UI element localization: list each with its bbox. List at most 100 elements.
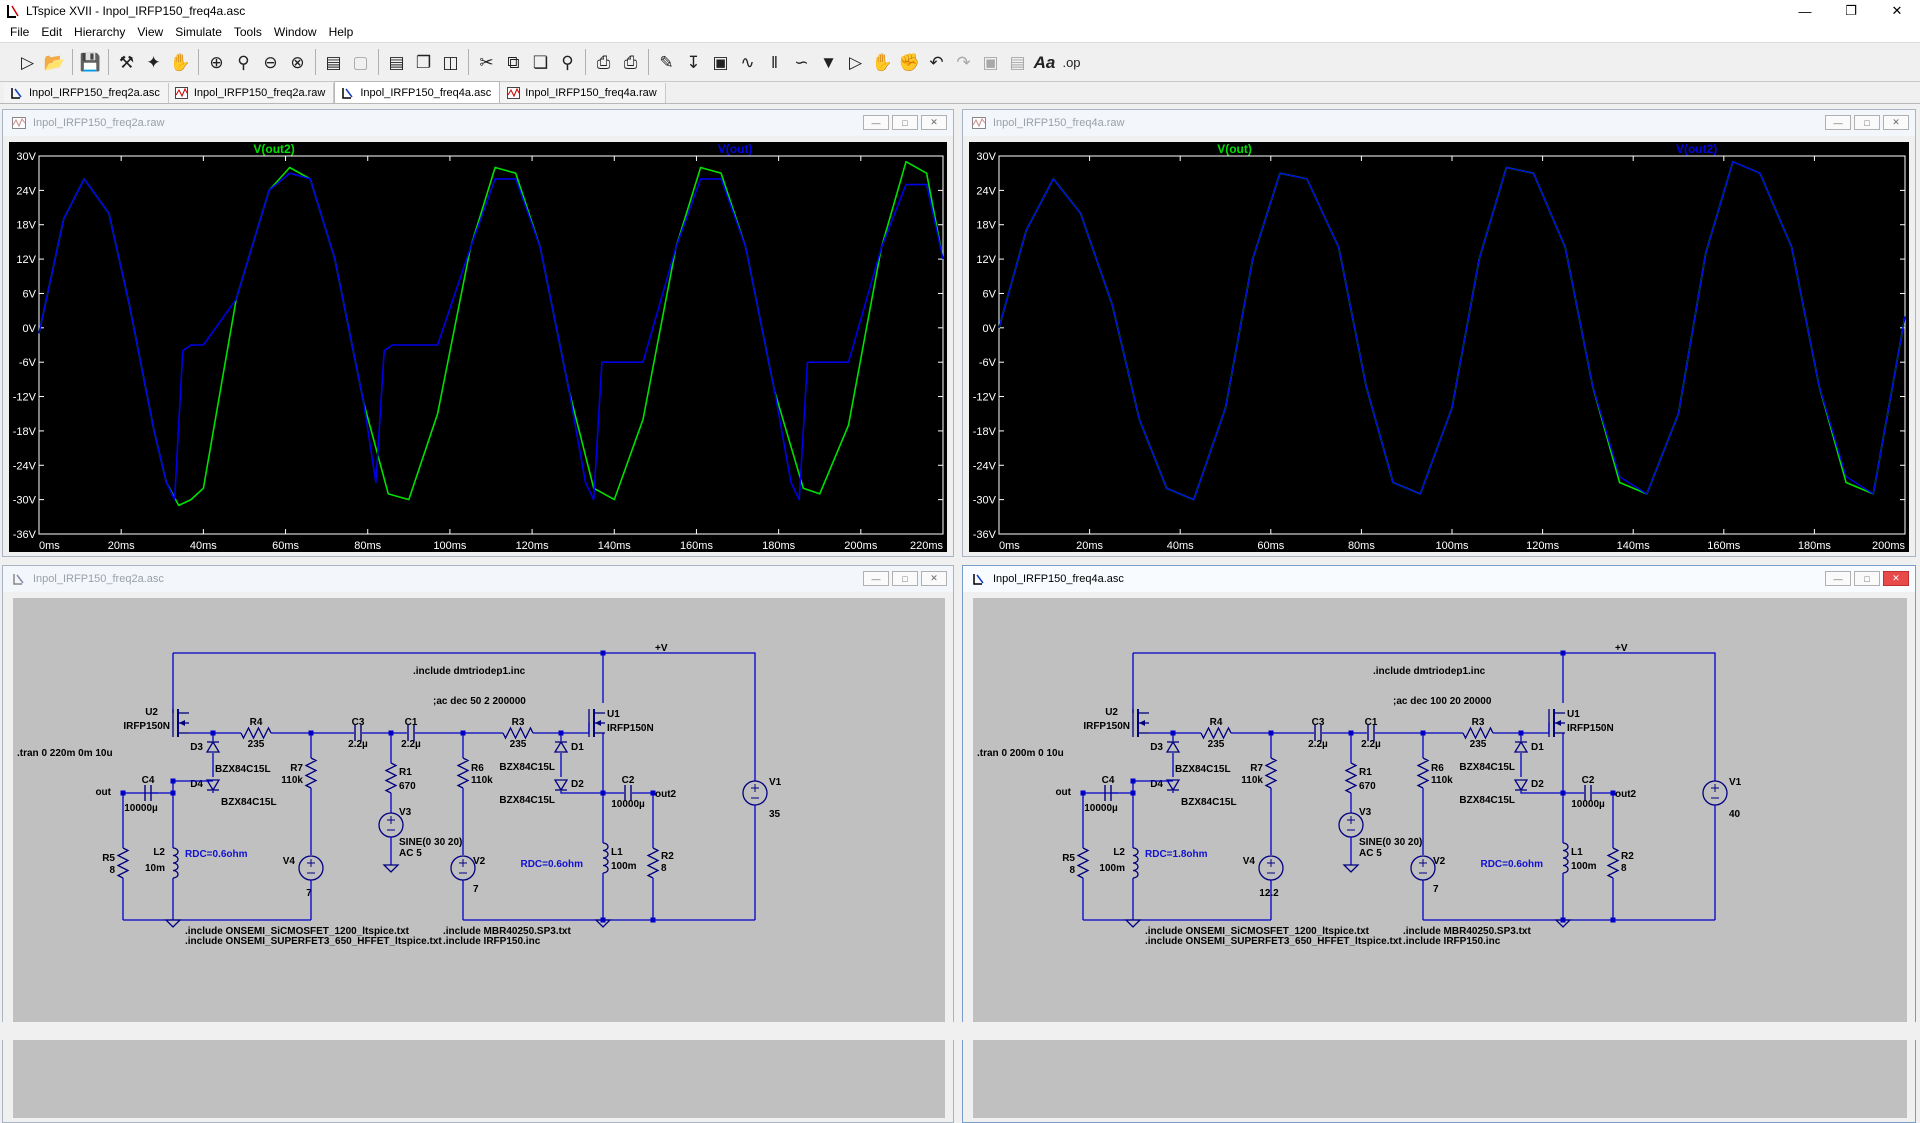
menu-tools[interactable]: Tools — [233, 25, 262, 39]
rotate-icon[interactable]: ▣ — [982, 52, 999, 72]
menu-help[interactable]: Help — [328, 25, 354, 39]
ground-icon[interactable]: ↧ — [686, 52, 701, 72]
drag-icon[interactable]: ✊ — [898, 52, 921, 72]
label-d1: D1 — [571, 742, 584, 753]
text-icon[interactable]: Aa — [1033, 52, 1056, 72]
control-panel-icon[interactable]: ⚒ — [118, 52, 135, 72]
tile-horizontal-icon[interactable]: ▤ — [388, 52, 405, 72]
label-l1: L1 — [611, 847, 623, 858]
autorange-icon[interactable]: ▤ — [325, 52, 342, 72]
tab-freq2a-raw[interactable]: Inpol_IRFP150_freq2a.raw — [168, 83, 335, 103]
label-r3: R3 — [512, 717, 525, 728]
close-icon[interactable]: ✕ — [921, 571, 947, 586]
zoom-in-icon[interactable]: ⊕ — [209, 52, 224, 72]
resistor-icon[interactable]: ∿ — [740, 52, 755, 72]
waveform-plot-svg[interactable]: 30V24V18V12V6V0V-6V-12V-18V-24V-30V-36V0… — [9, 142, 947, 552]
close-icon[interactable]: ✕ — [1883, 115, 1909, 130]
tile-vertical-icon[interactable]: ◫ — [442, 52, 459, 72]
draw-wire-icon[interactable]: ✎ — [659, 52, 674, 72]
pick-visible-traces-icon[interactable]: ▢ — [352, 52, 369, 72]
net-label-out2: out2 — [1615, 789, 1637, 800]
maximize-icon[interactable]: □ — [1854, 115, 1880, 130]
label-v3-ac: AC 5 — [399, 848, 422, 859]
tab-freq2a-asc[interactable]: Inpol_IRFP150_freq2a.asc — [4, 83, 169, 103]
cut-icon[interactable]: ✂ — [479, 52, 494, 72]
halt-icon[interactable]: ✋ — [169, 52, 192, 72]
save-icon[interactable]: 💾 — [79, 52, 102, 72]
label-net-icon[interactable]: ▣ — [712, 52, 729, 72]
waveform-window-titlebar[interactable]: Inpol_IRFP150_freq2a.raw — □ ✕ — [3, 110, 953, 136]
waveform-window-titlebar[interactable]: Inpol_IRFP150_freq4a.raw — □ ✕ — [963, 110, 1915, 136]
minimize-icon[interactable]: — — [863, 115, 889, 130]
maximize-icon[interactable]: □ — [1854, 571, 1880, 586]
capacitor-icon[interactable]: ‖ — [770, 52, 779, 72]
resistor-r2 — [1606, 847, 1620, 879]
schematic-window-titlebar[interactable]: Inpol_IRFP150_freq2a.asc — □ ✕ — [3, 566, 953, 592]
y-tick-label: -30V — [13, 495, 37, 507]
zoom-fit-icon[interactable]: ⊗ — [290, 52, 305, 72]
spice-directive-icon[interactable]: .op — [1062, 54, 1081, 70]
diode-d1 — [553, 740, 569, 753]
label-c3: C3 — [352, 717, 365, 728]
print-preview-icon[interactable]: ⎙ — [623, 52, 638, 72]
menu-hierarchy[interactable]: Hierarchy — [74, 25, 126, 39]
maximize-icon[interactable]: □ — [892, 571, 918, 586]
open-icon[interactable]: 📂 — [43, 52, 66, 72]
copy-icon[interactable]: ⧉ — [507, 52, 520, 72]
tab-freq4a-raw[interactable]: Inpol_IRFP150_freq4a.raw — [500, 83, 666, 103]
minimize-icon[interactable]: — — [1825, 571, 1851, 586]
menu-file[interactable]: File — [10, 25, 30, 39]
menu-simulate[interactable]: Simulate — [175, 25, 222, 39]
x-tick-label: 220ms — [910, 540, 944, 552]
diode-d4 — [1165, 779, 1181, 792]
restore-icon[interactable]: ❐ — [1845, 3, 1857, 18]
close-icon[interactable]: ✕ — [1891, 3, 1903, 18]
schematic-window-titlebar[interactable]: Inpol_IRFP150_freq4a.asc — □ ✕ — [963, 566, 1915, 592]
tab-freq4a-asc[interactable]: Inpol_IRFP150_freq4a.asc — [334, 81, 501, 103]
menu-window[interactable]: Window — [273, 25, 317, 39]
ground-icon — [1342, 864, 1360, 873]
find-icon[interactable]: ⚲ — [561, 52, 574, 72]
schematic-svg[interactable]: +VU2IRFP150ND3BZX84C15LD4BZX84C15LR4235R… — [13, 598, 945, 1118]
component-icon[interactable]: ▷ — [848, 52, 863, 72]
close-icon[interactable]: ✕ — [921, 115, 947, 130]
label-r5: R5 — [102, 853, 115, 864]
menu-view[interactable]: View — [137, 25, 164, 39]
maximize-icon[interactable]: □ — [892, 115, 918, 130]
minimize-icon[interactable]: — — [863, 571, 889, 586]
diode-body — [1165, 740, 1181, 753]
undo-icon[interactable]: ↶ — [929, 52, 944, 72]
cascade-icon[interactable]: ❐ — [415, 52, 432, 72]
label-u1-part: IRFP150N — [1567, 723, 1614, 734]
minimize-icon[interactable]: — — [1798, 3, 1812, 19]
zoom-out-icon[interactable]: ⊖ — [263, 52, 278, 72]
y-tick-label: 6V — [983, 288, 997, 300]
label-r5-value: 8 — [1069, 865, 1075, 876]
plot-frame — [38, 155, 944, 535]
diode-icon[interactable]: ▼ — [820, 52, 837, 72]
menu-edit[interactable]: Edit — [41, 25, 63, 39]
close-icon[interactable]: ✕ — [1883, 571, 1909, 586]
pan-icon[interactable]: ⚲ — [237, 52, 250, 72]
minimize-icon[interactable]: — — [1825, 115, 1851, 130]
y-tick-label: -24V — [973, 460, 997, 472]
capacitor-c2 — [624, 785, 632, 801]
schematic-svg[interactable]: +VU2IRFP150ND3BZX84C15LD4BZX84C15LR4235R… — [973, 598, 1907, 1118]
label-v2-value: 7 — [473, 884, 479, 895]
inductor-icon[interactable]: ∽ — [794, 52, 809, 72]
waveform-plot-svg[interactable]: 30V24V18V12V6V0V-6V-12V-18V-24V-30V-36V0… — [969, 142, 1909, 552]
new-schematic-icon[interactable]: ▷ — [20, 52, 35, 72]
move-icon[interactable]: ✋ — [871, 52, 894, 72]
paste-icon[interactable]: ❏ — [532, 52, 549, 72]
mirror-icon[interactable]: ▤ — [1009, 52, 1026, 72]
label-bzx-d4: BZX84C15L — [1181, 797, 1237, 808]
run-icon[interactable]: ✦ — [146, 52, 161, 72]
print-icon[interactable]: ⎙ — [596, 52, 611, 72]
redo-icon[interactable]: ↷ — [956, 52, 971, 72]
